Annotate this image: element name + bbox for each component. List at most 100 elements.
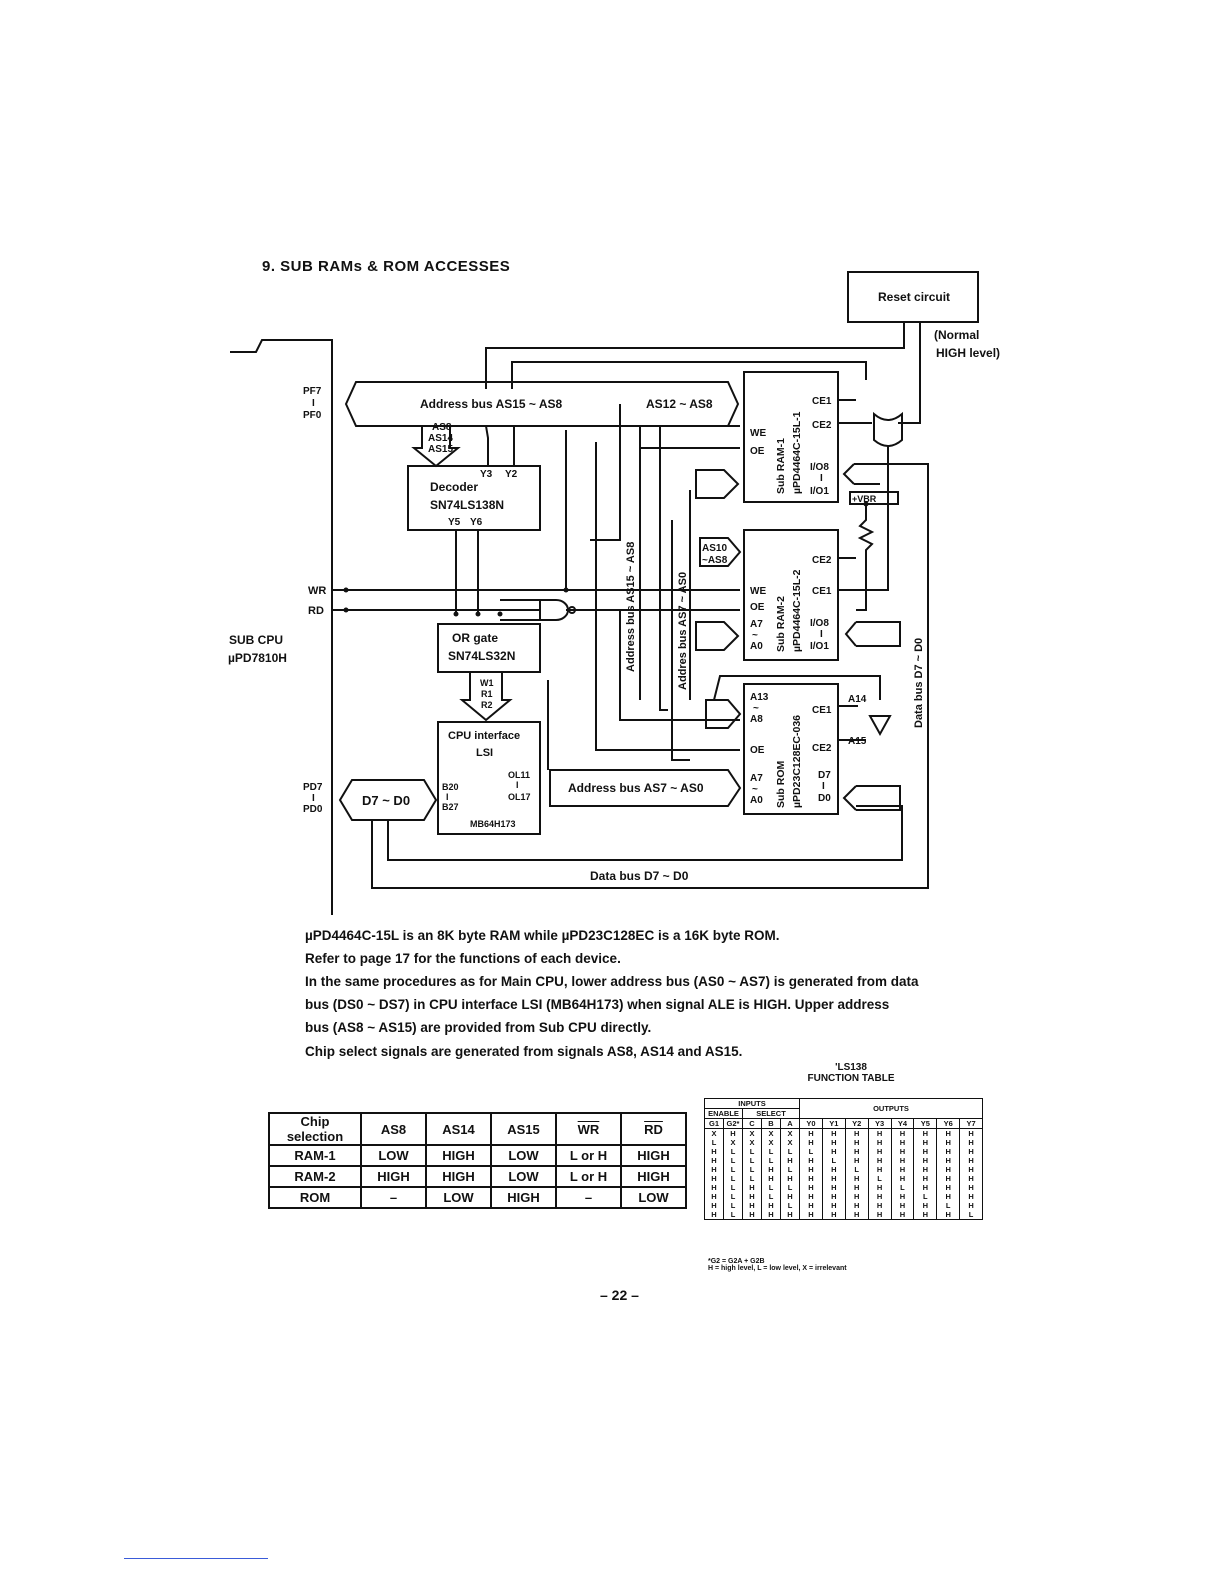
b27-label: B27 [442,802,459,812]
table-cell: HIGH [425,1165,492,1188]
ram1-io-sep: I [820,473,823,484]
as15-label: AS15 [428,444,453,455]
function-table-cell: H [913,1174,938,1183]
rom-ce2-label: CE2 [812,743,832,754]
ol-sep: I [516,780,519,790]
reset-circuit-box [847,271,979,323]
function-table-column-header: Y4 [890,1118,915,1129]
ram2-io8-label: I/O8 [810,618,829,629]
function-table-cell: H [959,1183,983,1192]
normal-high-label-2: HIGH level) [936,346,1000,360]
function-table-cell: L [761,1183,781,1192]
cpu-interface-lsi-label: LSI [476,747,493,759]
rom-d-sep: I [822,781,825,792]
function-table-cell: H [761,1174,781,1183]
mb64h173-label: MB64H173 [470,819,516,829]
ol11-label: OL11 [508,770,530,780]
function-table-cell: H [704,1165,724,1174]
as8-range-label: ~AS8 [702,555,728,566]
as14-label: AS14 [428,433,453,444]
function-table-cell: H [704,1183,724,1192]
pf7-label: PF7 [303,386,322,397]
ram2-oe-label: OE [750,602,765,613]
cpu-interface-box [437,721,541,835]
function-table-cell: H [742,1192,762,1201]
as8-label: AS8 [432,422,452,433]
function-table-cell: H [704,1156,724,1165]
or-gate-part-label: SN74LS32N [448,649,515,663]
address-bus-top-arrow [344,381,740,427]
b-sep: I [446,792,449,802]
function-table-cell: H [780,1174,800,1183]
function-table-column-header: G1 [704,1118,724,1129]
ram2-a-sep: ~ [752,630,758,641]
rd-label: RD [308,605,324,617]
table-header-row: Chip selection AS8 AS14 AS15 WR RD [268,1112,687,1146]
wr-label: WR [308,585,326,597]
function-table-cell: H [799,1210,823,1220]
y5-label: Y5 [448,517,461,528]
footer-rule [124,1558,268,1559]
function-table-cell: L [742,1156,762,1165]
address-bus-top-label-2: AS12 ~ AS8 [646,397,713,411]
a15-label: A15 [848,736,867,747]
function-table-title-1: 'LS138 [835,1062,867,1073]
function-table-cell: H [742,1201,762,1210]
ram2-we-label: WE [750,586,766,597]
table-header-cell: AS14 [425,1112,492,1146]
d7-d0-arrow [338,779,438,821]
d7-d0-label: D7 ~ D0 [362,793,410,808]
function-table-cell: L [761,1192,781,1201]
sub-ram2-label: Sub RAM-2 [775,596,787,652]
ram1-oe-label: OE [750,446,765,457]
function-table-cell: H [936,1183,961,1192]
function-table-cell: H [799,1183,823,1192]
function-table-cell: H [867,1192,892,1201]
function-table-cell: L [742,1147,762,1156]
function-table-cell: H [936,1210,961,1220]
function-table-cell: H [704,1147,724,1156]
function-table-column-header: Y1 [821,1118,846,1129]
cpu-interface-label: CPU interface [448,730,520,742]
function-table-cell: H [780,1156,800,1165]
function-table-cell: H [890,1138,915,1147]
sub-rom-part-label: µPD23C128EC-036 [791,715,803,808]
function-table-cell: H [821,1138,846,1147]
table-cell: LOW [620,1186,687,1209]
or-gate-box [437,623,541,673]
address-bus-low-label: Address bus AS7 ~ AS0 [568,781,704,795]
rom-a0-label: A0 [750,795,763,806]
table-header-cell: Chip selection [268,1112,362,1146]
inputs-header: INPUTS [704,1098,800,1109]
function-table-cell: H [704,1174,724,1183]
table-cell: LOW [490,1144,557,1167]
sub-cpu-part-label: µPD7810H [228,651,287,665]
function-table-cell: H [867,1183,892,1192]
ram1-ce1-label: CE1 [812,396,832,407]
select-header: SELECT [742,1108,800,1119]
function-table-cell: H [761,1165,781,1174]
table-cell: HIGH [425,1144,492,1167]
function-table-column-header: G2* [723,1118,743,1129]
function-table-cell: H [844,1183,869,1192]
paragraph-6: Chip select signals are generated from s… [305,1044,743,1059]
function-table-cell: L [704,1138,724,1147]
function-table-cell: H [704,1210,724,1220]
function-table-cell: L [780,1147,800,1156]
function-table-note-2: H = high level, L = low level, X = irrel… [708,1265,847,1272]
function-table-cell: H [821,1201,846,1210]
sub-ram1-label: Sub RAM-1 [775,438,787,494]
table-row: RAM-2 HIGH HIGH LOW L or H HIGH [268,1165,687,1188]
enable-header: ENABLE [704,1108,743,1119]
function-table-cell: H [867,1128,892,1138]
table-cell: LOW [360,1144,427,1167]
function-table-cell: H [799,1201,823,1210]
function-table-cell: L [821,1156,846,1165]
rom-ce1-label: CE1 [812,705,832,716]
function-table-cell: L [780,1165,800,1174]
function-table-cell: H [890,1156,915,1165]
